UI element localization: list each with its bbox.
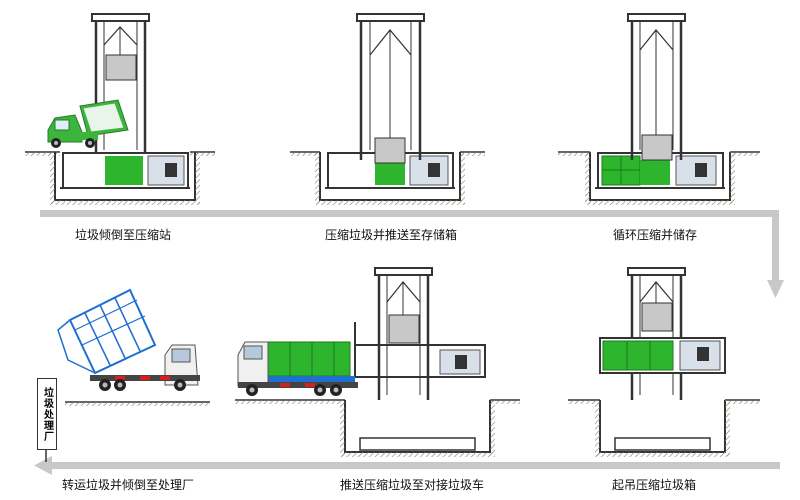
stage-5-illustration	[235, 267, 520, 457]
caption-step-6: 转运垃圾并倾倒至处理厂	[62, 478, 195, 492]
treatment-plant-sign: 垃圾处理厂	[37, 378, 57, 450]
flow-arrow-bottom	[34, 456, 780, 475]
stage-2-illustration	[290, 13, 485, 205]
caption-step-2: 压缩垃圾并推送至存储箱	[325, 228, 458, 242]
stage-4-illustration	[568, 267, 760, 457]
caption-step-4: 起吊压缩垃圾箱	[612, 478, 697, 492]
dump-truck-icon	[57, 288, 200, 391]
caption-step-3: 循环压缩并储存	[613, 228, 698, 242]
stage-6-illustration	[45, 288, 210, 462]
flow-arrow-top	[40, 210, 784, 298]
caption-step-1: 垃圾倾倒至压缩站	[75, 228, 172, 242]
container-truck-icon	[237, 341, 358, 396]
stage-1-illustration	[25, 13, 215, 205]
caption-step-5: 推送压缩垃圾至对接垃圾车	[340, 478, 485, 492]
stage-3-illustration	[558, 13, 760, 205]
tricycle-icon	[47, 99, 129, 148]
